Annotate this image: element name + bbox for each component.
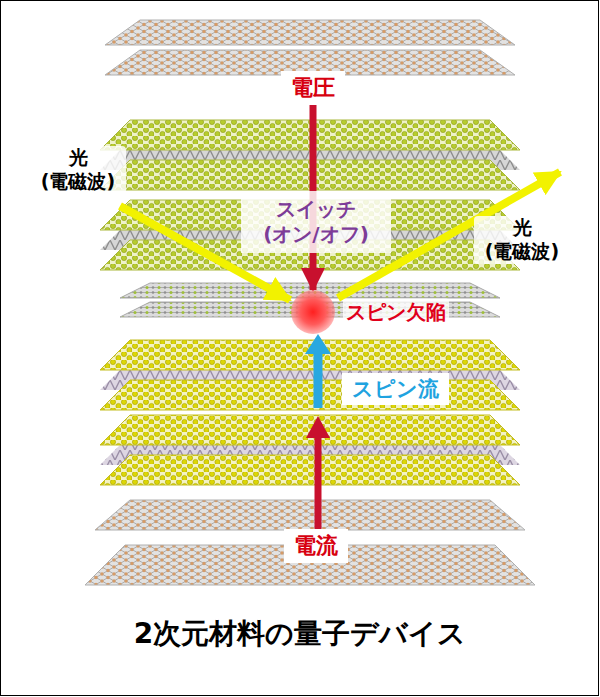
spin-current-arrowhead <box>305 334 331 354</box>
graphene-top <box>105 20 515 75</box>
sheet <box>100 380 520 410</box>
current-arrow <box>315 436 322 532</box>
spin-current-arrow <box>314 352 323 408</box>
box-label: スイッチ (オン/オフ) <box>249 197 383 247</box>
box-label: 電圧 <box>291 74 335 102</box>
current-arrows <box>305 334 331 532</box>
spin-defect-sphere: スピン欠陥 <box>291 290 335 334</box>
label-box: 電圧 <box>281 71 345 105</box>
label-box: スピン流 <box>342 373 449 405</box>
light-label: 光 (電磁波) <box>474 216 570 264</box>
current-arrowhead <box>306 416 330 438</box>
sheet <box>105 20 515 45</box>
sheet <box>100 340 520 370</box>
sheet <box>100 455 520 485</box>
tmd-layer-yellow <box>100 340 520 485</box>
sheet <box>100 415 520 445</box>
label-box: スイッチ (オン/オフ) <box>241 191 391 253</box>
box-label: スピン流 <box>352 376 439 402</box>
box-label: 電流 <box>294 532 338 560</box>
defect-label: スピン欠陥 <box>343 299 449 326</box>
label-box: 電流 <box>284 529 348 563</box>
graphene-bottom <box>85 500 535 585</box>
sheet <box>95 500 525 530</box>
light-label: 光 (電磁波) <box>30 146 126 194</box>
diagram-title: 2次元材料の量子デバイス <box>0 615 600 653</box>
